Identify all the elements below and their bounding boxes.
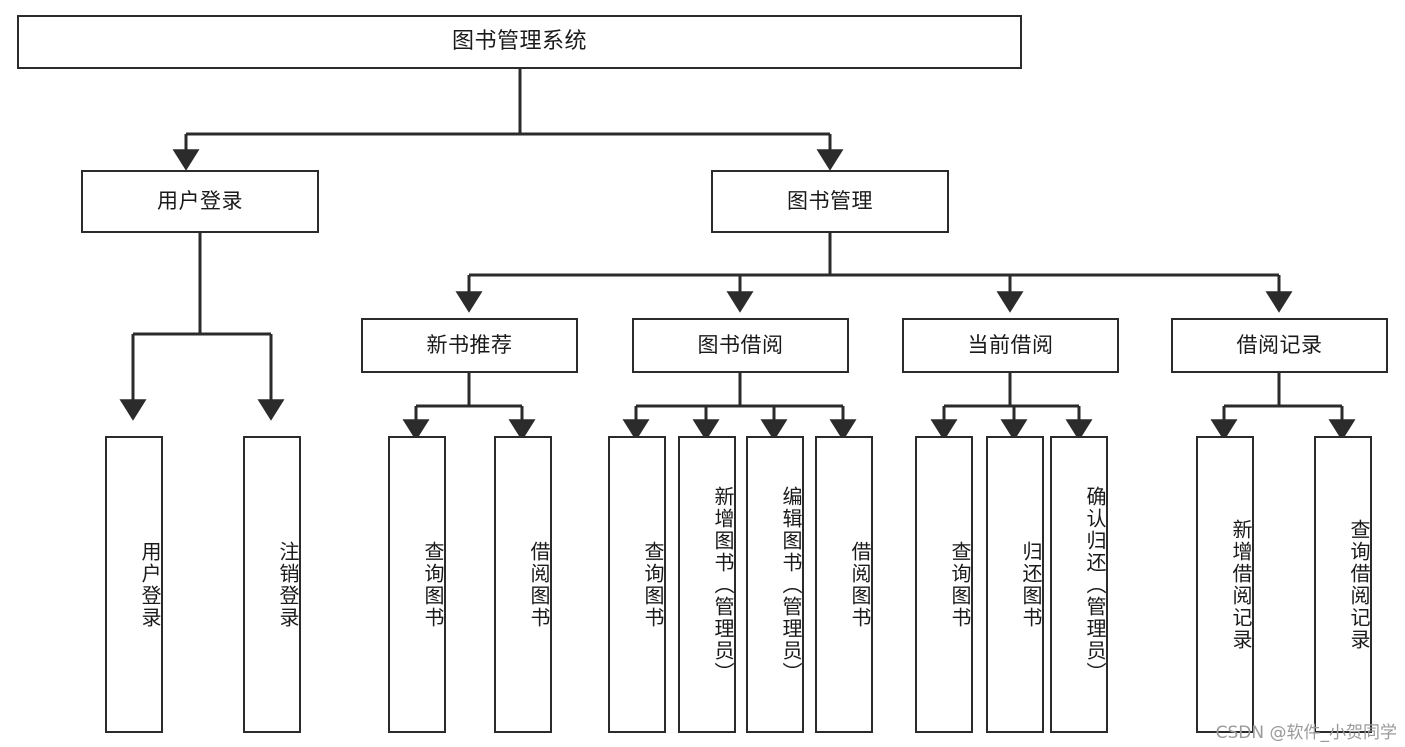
leaf-node-logout[interactable]: 注销登录: [243, 436, 301, 733]
node-label: 查询借阅记录: [1347, 518, 1371, 651]
leaf-node-borrow-book-recommendation[interactable]: 借阅图书: [494, 436, 552, 733]
leaf-node-add-book-admin[interactable]: 新增图书（管理员）: [678, 436, 736, 733]
node-label: 新书推荐: [426, 333, 513, 358]
node-label: 当前借阅: [967, 333, 1054, 358]
node-label: 借阅图书: [527, 540, 551, 629]
node-borrow-record[interactable]: 借阅记录: [1171, 318, 1388, 373]
leaf-node-query-borrow-record[interactable]: 查询借阅记录: [1314, 436, 1372, 733]
watermark-text: CSDN @软件_小贺同学: [1215, 723, 1397, 743]
leaf-node-return-book[interactable]: 归还图书: [986, 436, 1044, 733]
leaf-node-query-book-recommendation[interactable]: 查询图书: [388, 436, 446, 733]
node-label: 新增借阅记录: [1229, 518, 1253, 651]
node-label: 归还图书: [1019, 540, 1043, 629]
leaf-node-query-book-current[interactable]: 查询图书: [915, 436, 973, 733]
leaf-node-user-login[interactable]: 用户登录: [105, 436, 163, 733]
node-root-book-management-system[interactable]: 图书管理系统: [17, 15, 1022, 69]
node-label: 图书管理: [787, 189, 873, 214]
node-label: 借阅记录: [1236, 333, 1323, 358]
node-label: 用户登录: [157, 189, 243, 214]
node-label: 图书借阅: [697, 333, 784, 358]
node-label: 借阅图书: [848, 540, 872, 629]
leaf-node-edit-book-admin[interactable]: 编辑图书（管理员）: [746, 436, 804, 733]
node-book-borrow[interactable]: 图书借阅: [632, 318, 849, 373]
leaf-node-confirm-return-admin[interactable]: 确认归还（管理员）: [1050, 436, 1108, 733]
node-label: 注销登录: [276, 540, 300, 629]
leaf-node-borrow-book[interactable]: 借阅图书: [815, 436, 873, 733]
node-label: 编辑图书（管理员）: [779, 485, 803, 684]
node-current-borrow[interactable]: 当前借阅: [902, 318, 1119, 373]
node-new-book-recommendation[interactable]: 新书推荐: [361, 318, 578, 373]
node-label: 新增图书（管理员）: [711, 485, 735, 684]
node-label: 查询图书: [948, 540, 972, 629]
leaf-node-add-borrow-record[interactable]: 新增借阅记录: [1196, 436, 1254, 733]
node-label: 用户登录: [138, 540, 162, 629]
leaf-node-query-book-borrow[interactable]: 查询图书: [608, 436, 666, 733]
node-label: 查询图书: [421, 540, 445, 629]
node-book-management[interactable]: 图书管理: [711, 170, 949, 233]
node-label: 查询图书: [641, 540, 665, 629]
node-label: 确认归还（管理员）: [1083, 485, 1107, 684]
node-label: 图书管理系统: [451, 29, 587, 55]
node-user-login[interactable]: 用户登录: [81, 170, 319, 233]
